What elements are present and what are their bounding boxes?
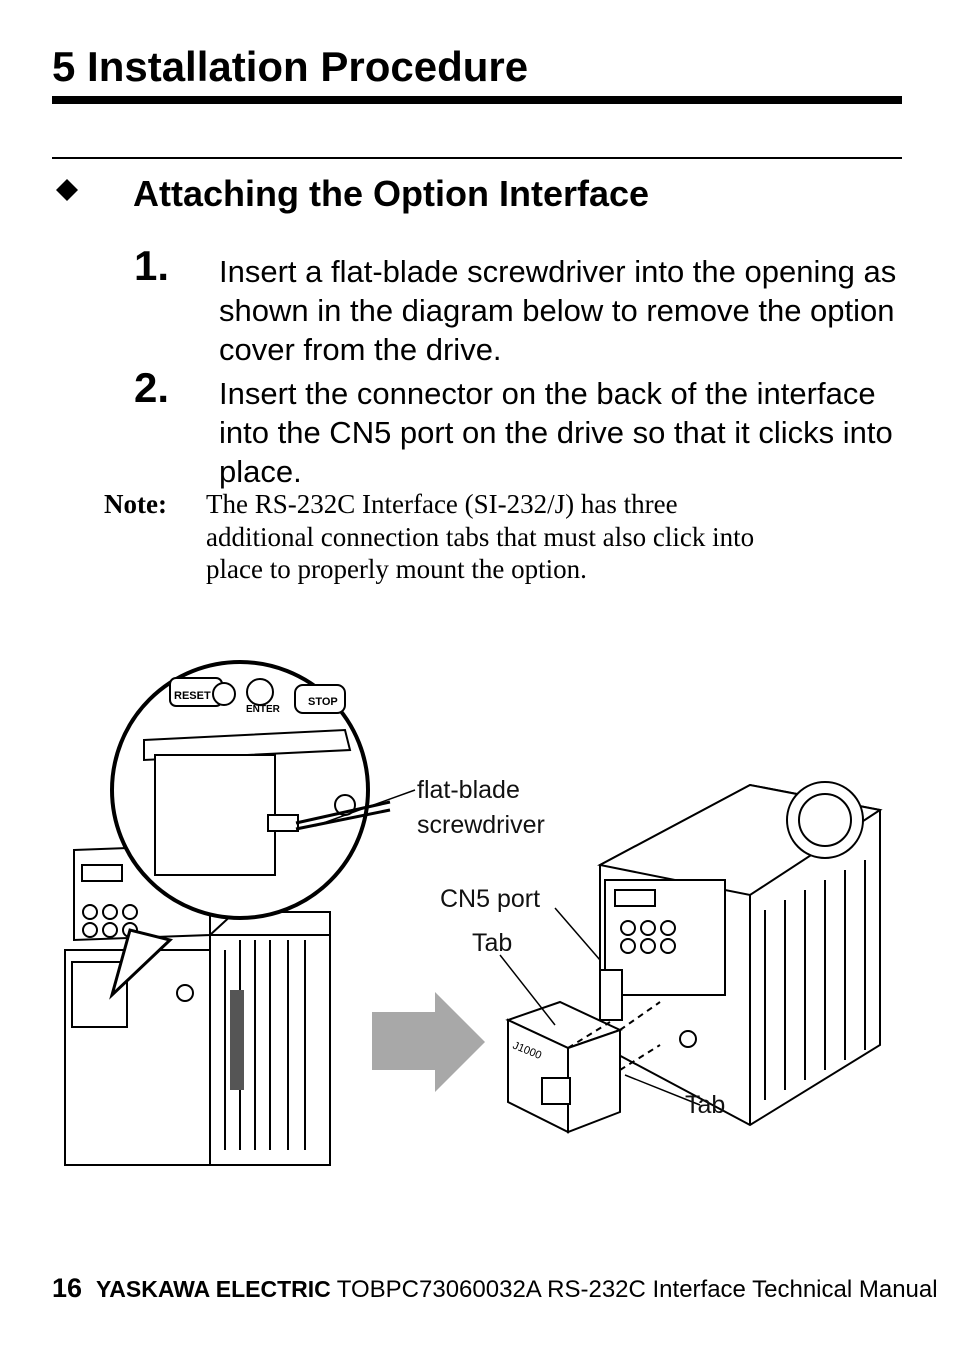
step-number: 1.	[134, 242, 170, 289]
chapter-title: 5 Installation Procedure	[52, 43, 529, 90]
screwdriver-label: screwdriver	[417, 811, 545, 839]
diamond-bullet-icon	[56, 179, 78, 201]
keypad-enter-label: ENTER	[246, 704, 281, 715]
screwdriver-label: flat-blade	[417, 776, 520, 804]
arrow-right-icon	[372, 992, 485, 1092]
footer-brand: YASKAWA ELECTRIC	[96, 1276, 331, 1302]
page-number: 16	[52, 1273, 83, 1303]
note-text: The RS-232C Interface (SI-232/J) has thr…	[206, 489, 755, 584]
section-rule	[52, 157, 902, 159]
installation-figure: RESET ENTER STOP	[60, 650, 900, 1210]
installation-diagram: RESET ENTER STOP	[64, 660, 883, 1166]
section-title: Attaching the Option Interface	[133, 173, 650, 214]
chapter-rule	[52, 96, 902, 104]
step-text: Insert the connector on the back of the …	[219, 376, 893, 489]
keypad-reset-label: RESET	[174, 690, 211, 702]
step-text: Insert a flat-blade screwdriver into the…	[219, 254, 897, 367]
option-interface-illustration: J1000	[505, 1000, 623, 1134]
keypad-stop-label: STOP	[308, 696, 338, 708]
cn5-port-label: CN5 port	[440, 885, 541, 913]
magnifier-detail: RESET ENTER STOP	[110, 660, 391, 920]
step-number: 2.	[134, 364, 170, 411]
tab-label: Tab	[472, 929, 513, 957]
note-label: Note:	[104, 489, 167, 519]
drive-left-illustration	[64, 843, 331, 1166]
drive-right-illustration	[597, 781, 883, 1127]
footer-doc-title: TOBPC73060032A RS-232C Interface Technic…	[336, 1276, 938, 1303]
tab-label: Tab	[685, 1091, 726, 1119]
